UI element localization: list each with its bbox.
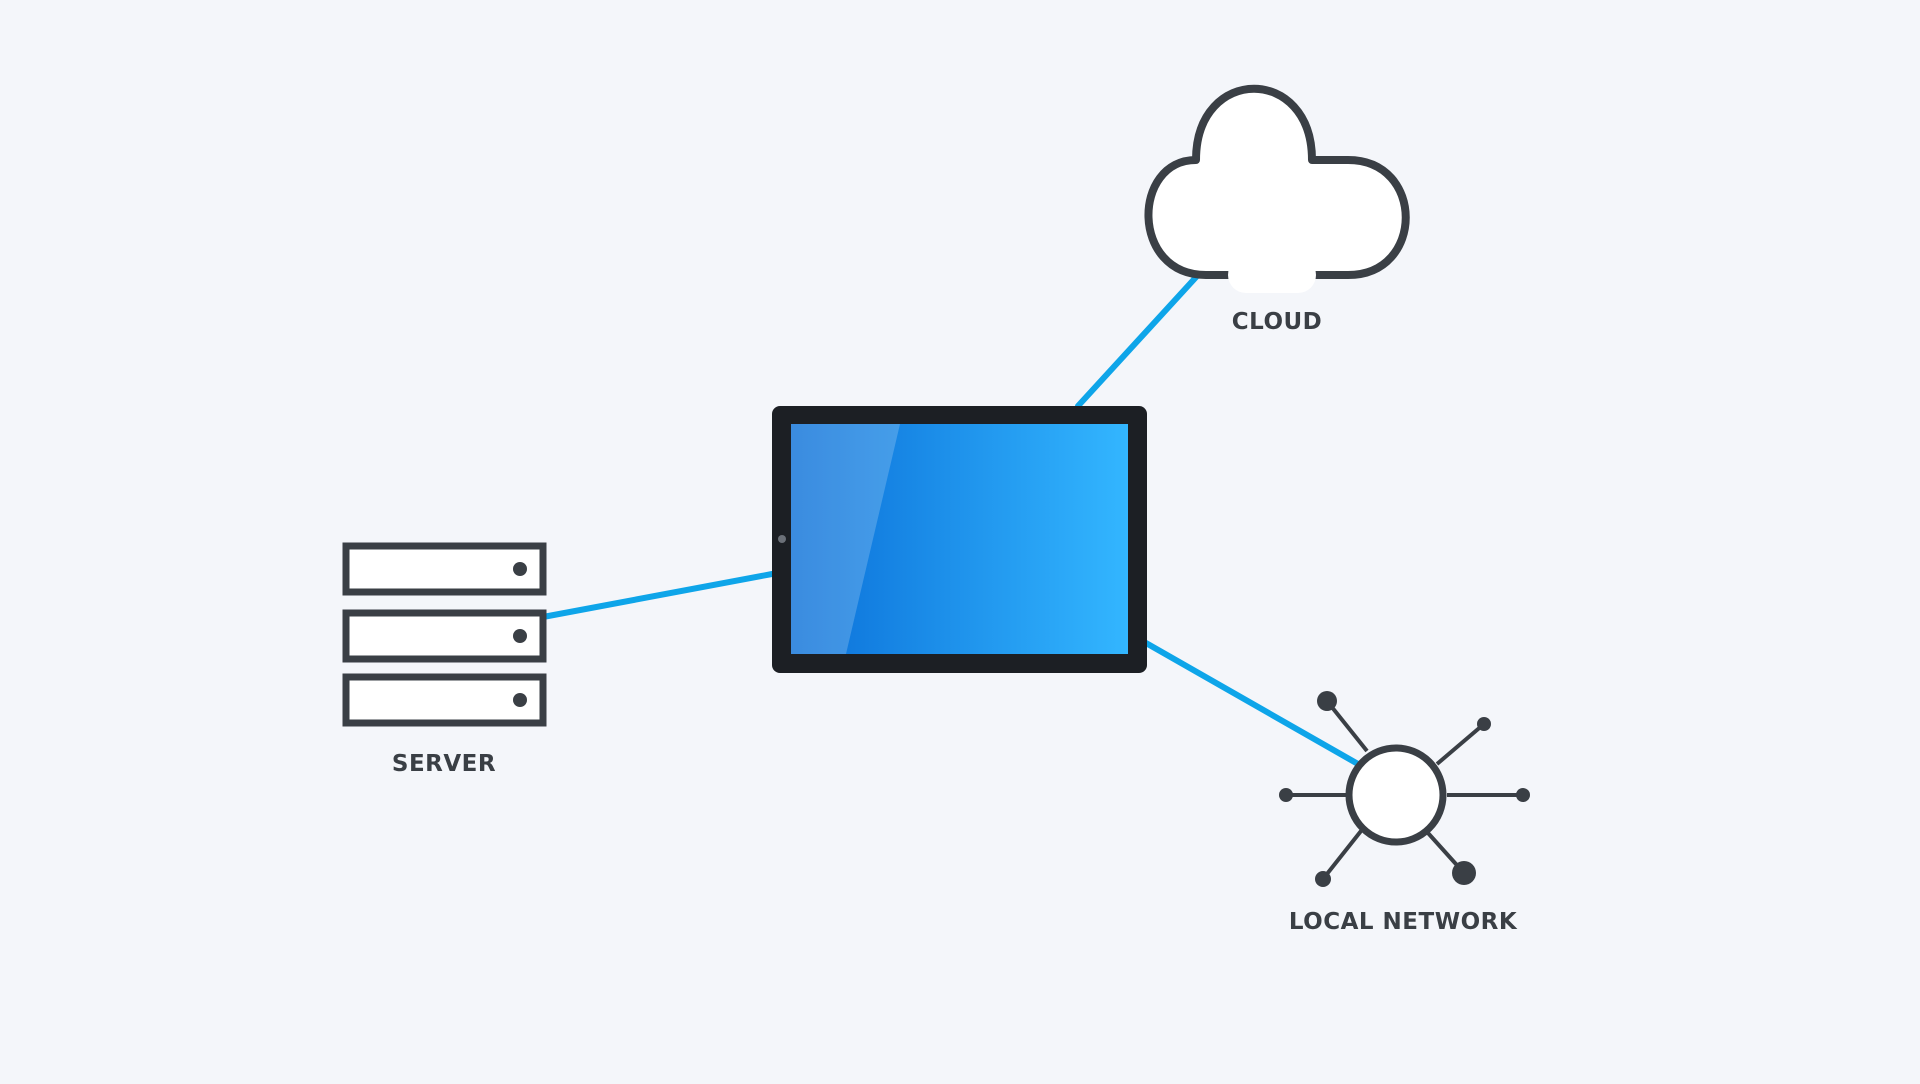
local-network-label: LOCAL NETWORK — [1288, 909, 1518, 935]
screen-glare — [791, 424, 900, 654]
cloud-icon — [1144, 84, 1410, 293]
connector-tablet-network — [1143, 640, 1361, 767]
tablet-icon — [772, 406, 1147, 673]
cloud-label: CLOUD — [1231, 309, 1323, 335]
tablet-camera — [778, 535, 786, 543]
network-hub-icon — [1279, 691, 1530, 887]
tablet-screen — [791, 424, 1128, 654]
server-label: SERVER — [391, 751, 497, 777]
connector-tablet-server — [540, 571, 775, 620]
server-status-lights — [513, 562, 527, 707]
server-rack-icon — [342, 542, 547, 727]
connector-tablet-cloud — [1075, 272, 1201, 409]
